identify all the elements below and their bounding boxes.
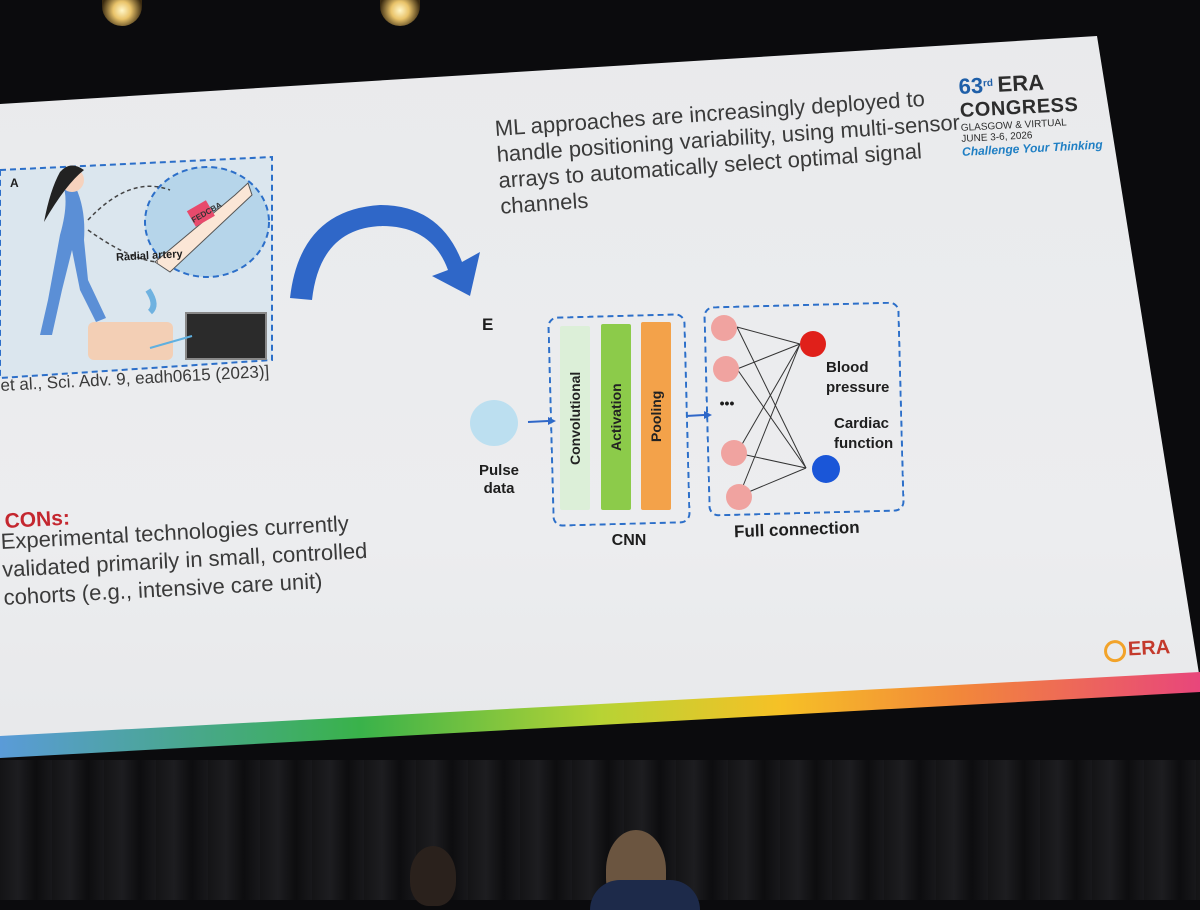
convolutional-layer: Convolutional bbox=[560, 326, 590, 510]
hidden-node bbox=[713, 356, 739, 382]
figure-e-letter: E bbox=[482, 315, 494, 334]
blood-pressure-label: Blood pressure bbox=[826, 359, 890, 396]
input-node bbox=[470, 400, 518, 446]
figure-a-letter: A bbox=[10, 176, 19, 190]
era-footer-logo: ERA bbox=[1103, 636, 1171, 663]
logo-era: ERA bbox=[996, 69, 1045, 97]
era-logo-mark-icon bbox=[1103, 639, 1127, 663]
pooling-label: Pooling bbox=[648, 390, 664, 442]
activation-label: Activation bbox=[608, 383, 624, 451]
era-footer-text: ERA bbox=[1127, 636, 1171, 661]
logo-superscript: rd bbox=[982, 77, 994, 90]
cnn-label: CNN bbox=[611, 532, 647, 549]
hidden-node bbox=[711, 315, 737, 341]
hidden-node-ellipsis: ••• bbox=[719, 395, 735, 411]
output-node-cardiac-function bbox=[812, 455, 840, 483]
pooling-layer: Pooling bbox=[641, 322, 671, 510]
cardiac-function-label: Cardiac function bbox=[834, 415, 894, 452]
audience-person bbox=[410, 846, 456, 906]
pulse-data-label: Pulse data bbox=[478, 462, 520, 497]
output-node-blood-pressure bbox=[800, 331, 826, 357]
convolutional-label: Convolutional bbox=[567, 371, 583, 465]
hidden-node bbox=[721, 440, 747, 466]
congress-logo: 63rd ERA CONGRESS GLASGOW & VIRTUAL JUNE… bbox=[958, 67, 1103, 159]
audience-person-suit bbox=[590, 880, 700, 910]
activation-layer: Activation bbox=[601, 324, 631, 510]
hidden-node bbox=[726, 484, 752, 510]
logo-number: 63 bbox=[958, 72, 984, 99]
stage-lights bbox=[0, 0, 1200, 60]
stage-curtain bbox=[0, 760, 1200, 900]
